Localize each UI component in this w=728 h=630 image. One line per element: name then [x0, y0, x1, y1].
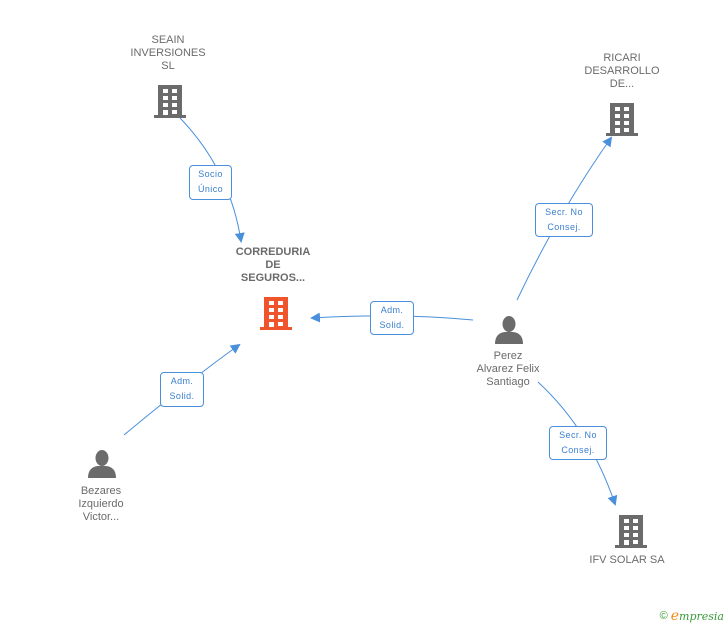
person-icon[interactable] [87, 449, 117, 479]
node-label-perez[interactable]: Perez Alvarez Felix Santiago [476, 350, 540, 388]
node-label-main[interactable]: CORREDURIA DE SEGUROS... [235, 246, 311, 284]
node-label-seain[interactable]: SEAIN INVERSIONES SL [130, 34, 206, 72]
edge-badge-socio-unico: Socio Único [189, 165, 232, 200]
copyright-icon: © [659, 610, 668, 622]
edge-badge-secr-no-consej-ifv: Secr. No Consej. [549, 426, 607, 460]
brand-initial: e [670, 608, 680, 624]
node-label-ifv[interactable]: IFV SOLAR SA [589, 554, 665, 566]
edge-badge-adm-solid-bezares: Adm. Solid. [160, 372, 204, 407]
building-icon[interactable] [606, 101, 638, 137]
node-label-bezares[interactable]: Bezares Izquierdo Victor... [78, 485, 124, 523]
person-icon[interactable] [494, 315, 524, 345]
brand-name: mpresia [679, 610, 724, 623]
building-icon[interactable] [615, 513, 647, 549]
empresia-watermark: © empresia [660, 608, 724, 624]
edge-badge-secr-no-consej-ricari: Secr. No Consej. [535, 203, 593, 237]
edge-badge-adm-solid-perez: Adm. Solid. [370, 301, 414, 335]
building-icon-main[interactable] [260, 295, 292, 331]
node-label-ricari[interactable]: RICARI DESARROLLO DE... [584, 52, 660, 90]
building-icon[interactable] [154, 83, 186, 119]
